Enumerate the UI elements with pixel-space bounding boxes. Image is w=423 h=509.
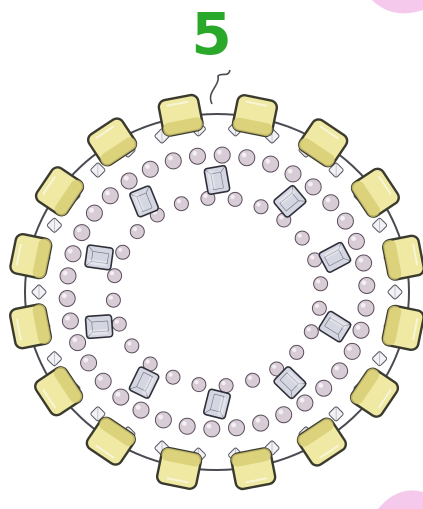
crystal-bead — [129, 366, 160, 399]
bicone-bead — [372, 218, 388, 234]
crystal-bead — [204, 165, 230, 194]
crystal-bead — [85, 245, 114, 270]
bicone-bead — [387, 284, 403, 300]
thread-tail — [210, 70, 230, 104]
crystal-bead — [203, 389, 231, 420]
pearl-bead — [70, 335, 86, 351]
bicone-bead — [31, 284, 47, 300]
pearl-bead — [166, 370, 180, 384]
pearl-bead — [253, 415, 269, 431]
pearl-bead — [113, 389, 129, 405]
pearl-bead — [130, 225, 144, 239]
pearl-bead — [179, 418, 195, 434]
gold-cube-bead — [297, 117, 350, 169]
gold-cube-bead — [349, 166, 401, 219]
pearl-bead — [192, 378, 206, 392]
pearl-bead — [356, 255, 372, 271]
pearl-bead — [60, 268, 76, 284]
crystal-bead — [273, 185, 307, 219]
pearl-bead — [219, 379, 233, 393]
pearl-bead — [239, 150, 255, 166]
gold-cube-bead — [230, 447, 276, 490]
pearl-bead — [74, 225, 90, 241]
crystal-ring — [85, 165, 352, 419]
pearl-bead — [112, 317, 126, 331]
gold-cube-bead — [382, 235, 423, 281]
corner-swirl-bottom — [378, 490, 423, 509]
gold-cube-bead — [348, 366, 400, 419]
gold-cube-bead — [84, 415, 137, 467]
pearl-bead — [81, 355, 97, 371]
pearl-bead — [204, 421, 220, 437]
pearl-bead — [165, 153, 181, 169]
pearl-bead — [133, 402, 149, 418]
pearl-bead — [59, 291, 75, 307]
pearl-bead — [295, 231, 309, 245]
pearl-bead — [65, 246, 81, 262]
pearl-bead — [314, 277, 328, 291]
pearl-bead — [312, 301, 326, 315]
pearl-bead — [102, 188, 118, 204]
pearl-bead — [229, 420, 245, 436]
pearl-bead — [304, 325, 318, 339]
gold-cube-bead — [33, 165, 85, 218]
crystal-bead — [318, 242, 351, 274]
pearl-bead — [353, 322, 369, 338]
pearl-bead — [348, 233, 364, 249]
gold-cube-bead — [33, 365, 85, 418]
pearl-bead — [86, 205, 102, 221]
bicone-bead — [47, 351, 63, 367]
pearl-bead — [305, 179, 321, 195]
gold-cube-bead — [9, 303, 52, 349]
pearl-bead — [359, 278, 375, 294]
pearl-bead — [358, 300, 374, 316]
pearl-bead — [285, 166, 301, 182]
pearl-bead — [246, 373, 260, 387]
pearl-bead — [62, 313, 78, 329]
pearl-bead — [344, 343, 360, 359]
bicone-bead — [372, 351, 388, 367]
pearl-bead — [316, 380, 332, 396]
gold-cube-bead — [85, 116, 138, 168]
crystal-bead — [85, 315, 112, 339]
pearl-bead — [214, 147, 230, 163]
pearl-bead — [263, 156, 279, 172]
pearl-bead — [297, 395, 313, 411]
pearl-bead — [116, 245, 130, 259]
corner-swirl-top — [372, 0, 423, 13]
gold-cube-bead — [158, 94, 204, 137]
pearl-bead — [174, 197, 188, 211]
bicone-bead — [47, 218, 63, 234]
gold-cube-bead — [382, 305, 423, 351]
pearl-bead — [290, 345, 304, 359]
gold-cube-bead — [295, 416, 348, 468]
pearl-bead — [125, 339, 139, 353]
gold-cube-bead — [232, 94, 278, 137]
pearl-bead — [323, 195, 339, 211]
gold-cube-bead — [156, 447, 202, 490]
pearl-bead — [108, 269, 122, 283]
gold-cube-bead — [9, 233, 52, 279]
pearl-bead — [121, 173, 137, 189]
pearl-bead — [190, 148, 206, 164]
pearl-bead — [337, 213, 353, 229]
pearl-bead — [106, 293, 120, 307]
pearl-bead — [276, 407, 292, 423]
pearl-bead — [332, 363, 348, 379]
pearl-bead — [142, 161, 158, 177]
pearl-bead — [228, 192, 242, 206]
pearl-bead — [254, 200, 268, 214]
crystal-bead — [318, 310, 352, 342]
pearl-bead — [155, 412, 171, 428]
pearl-bead — [95, 373, 111, 389]
